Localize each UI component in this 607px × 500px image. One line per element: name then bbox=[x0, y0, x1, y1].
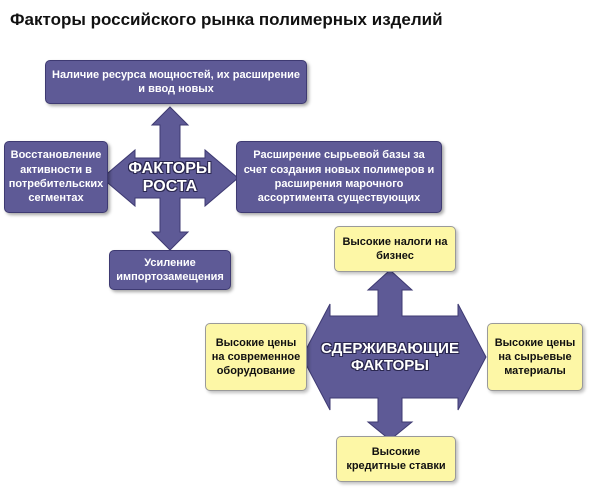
restraining-center-line2: ФАКТОРЫ bbox=[351, 357, 429, 374]
restraining-center-label: СДЕРЖИВАЮЩИЕ ФАКТОРЫ bbox=[300, 334, 480, 380]
restraining-top-box: Высокие налоги на бизнес bbox=[334, 226, 456, 272]
growth-center-line1: ФАКТОРЫ bbox=[128, 159, 212, 177]
growth-left-box: Восстановление активности в потребительс… bbox=[4, 141, 108, 213]
restraining-center-line1: СДЕРЖИВАЮЩИЕ bbox=[321, 339, 459, 357]
growth-top-box: Наличие ресурса мощностей, их расширение… bbox=[45, 60, 307, 104]
restraining-left-box: Высокие цены на современное оборудование bbox=[205, 323, 307, 391]
restraining-bottom-box: Высокие кредитные ставки bbox=[336, 436, 456, 482]
page-title: Факторы российского рынка полимерных изд… bbox=[10, 10, 443, 29]
growth-bottom-box: Усиление импортозамещения bbox=[109, 250, 231, 290]
growth-right-box: Расширение сырьевой базы за счет создани… bbox=[236, 141, 442, 213]
growth-center-label: ФАКТОРЫ РОСТА bbox=[118, 158, 222, 198]
growth-center-line2: РОСТА bbox=[142, 178, 198, 195]
restraining-right-box: Высокие цены на сырьевые материалы bbox=[487, 323, 583, 391]
